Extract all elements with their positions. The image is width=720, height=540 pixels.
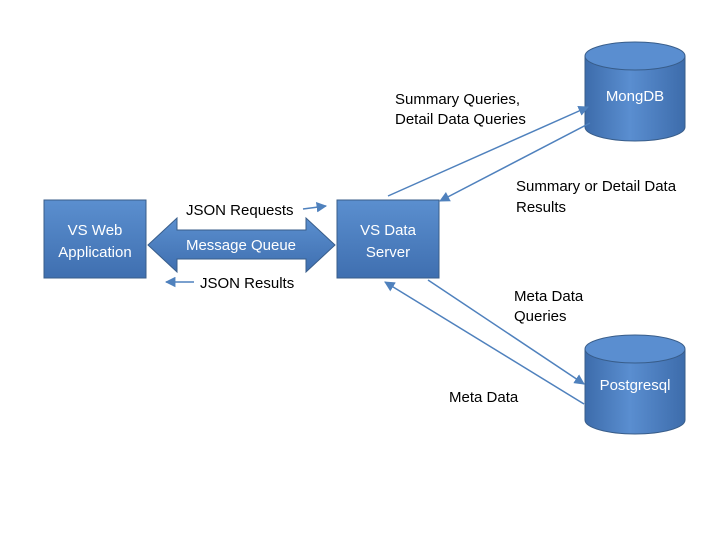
postgresql-node: Postgresql [584, 334, 686, 435]
mongodb-query-label-line1: Summary Queries, [395, 91, 520, 108]
mongodb-result-arrow [439, 122, 591, 202]
mongodb-node: MongDB [584, 41, 686, 142]
json-requests-label: JSON Requests [186, 202, 294, 219]
postgresql-result-label: Meta Data [449, 389, 519, 406]
mongodb-result-label-line1: Summary or Detail Data [516, 178, 677, 195]
data-server-node: VS Data Server [336, 199, 440, 279]
message-queue-label: Message Queue [186, 237, 296, 254]
postgresql-query-label-line2: Queries [514, 308, 567, 325]
message-queue-arrow: Message Queue [147, 216, 336, 274]
postgresql-query-label-line1: Meta Data [514, 288, 584, 305]
mongodb-query-arrow [387, 106, 589, 197]
data-server-label-line2: Server [366, 244, 410, 261]
json-requests-arrow [302, 202, 328, 213]
mongodb-query-label-line2: Detail Data Queries [395, 111, 526, 128]
postgresql-result-arrow [384, 281, 585, 405]
postgresql-label: Postgresql [600, 377, 671, 394]
postgresql-query-arrow [427, 279, 585, 385]
mongodb-result-label-line2: Results [516, 199, 566, 216]
mongodb-label: MongDB [606, 88, 664, 105]
web-application-label-line2: Application [58, 244, 131, 261]
web-application-label-line1: VS Web [68, 222, 123, 239]
web-application-node: VS Web Application [43, 199, 147, 279]
json-results-label: JSON Results [200, 275, 294, 292]
data-server-label-line1: VS Data [360, 222, 417, 239]
